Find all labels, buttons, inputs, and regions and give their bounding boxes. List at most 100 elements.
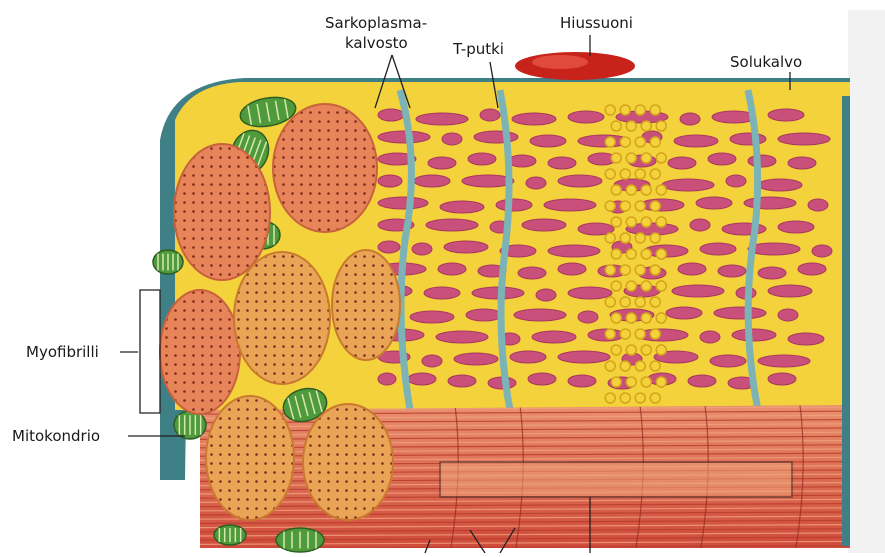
reticulum-lumen-35	[662, 179, 714, 191]
reticulum-lumen-112	[758, 355, 810, 367]
reticulum-pore-186	[641, 345, 651, 355]
reticulum-pore-168	[611, 281, 621, 291]
reticulum-pore-148	[605, 201, 615, 211]
reticulum-lumen-57	[412, 243, 432, 255]
reticulum-lumen-73	[678, 263, 706, 275]
reticulum-lumen-27	[748, 155, 776, 167]
reticulum-lumen-39	[440, 201, 484, 213]
reticulum-pore-147	[656, 185, 666, 195]
reticulum-lumen-46	[808, 199, 828, 211]
reticulum-pore-135	[650, 137, 660, 147]
reticulum-lumen-28	[788, 157, 816, 169]
label-mitokondrio: Mitokondrio	[12, 427, 100, 445]
reticulum-pore-162	[641, 249, 651, 259]
reticulum-lumen-113	[378, 373, 396, 385]
reticulum-pore-164	[605, 265, 615, 275]
label-hiussuoni: Hiussuoni	[560, 14, 633, 32]
reticulum-pore-149	[620, 201, 630, 211]
reticulum-pore-131	[656, 121, 666, 131]
reticulum-lumen-75	[758, 267, 786, 279]
reticulum-lumen-21	[508, 155, 536, 167]
mitochondrion-6	[276, 528, 324, 552]
reticulum-pore-196	[605, 393, 615, 403]
reticulum-lumen-30	[414, 175, 450, 187]
reticulum-lumen-22	[548, 157, 576, 169]
reticulum-pore-188	[605, 361, 615, 371]
reticulum-pore-187	[656, 345, 666, 355]
reticulum-pore-142	[635, 169, 645, 179]
reticulum-lumen-43	[640, 199, 684, 211]
reticulum-lumen-80	[536, 289, 556, 301]
reticulum-pore-191	[650, 361, 660, 371]
reticulum-pore-194	[641, 377, 651, 387]
reticulum-lumen-41	[544, 199, 596, 211]
reticulum-lumen-0	[378, 109, 404, 121]
reticulum-lumen-102	[732, 329, 776, 341]
reticulum-lumen-11	[474, 131, 518, 143]
reticulum-pore-140	[605, 169, 615, 179]
reticulum-lumen-90	[578, 311, 598, 323]
reticulum-lumen-63	[700, 243, 736, 255]
reticulum-pore-157	[620, 233, 630, 243]
reticulum-lumen-4	[568, 111, 604, 123]
mitochondrion-7	[214, 525, 246, 545]
reticulum-lumen-121	[688, 375, 716, 387]
reticulum-lumen-32	[526, 177, 546, 189]
reticulum-lumen-74	[718, 265, 746, 277]
label-myofibrilli: Myofibrilli	[26, 343, 99, 361]
reticulum-lumen-81	[568, 287, 612, 299]
reticulum-lumen-105	[422, 355, 442, 367]
reticulum-pore-159	[650, 233, 660, 243]
reticulum-pore-179	[656, 313, 666, 323]
reticulum-pore-193	[626, 377, 636, 387]
reticulum-lumen-1	[416, 113, 468, 125]
mitochondrion-3	[153, 250, 183, 274]
bracket-myofibrilli	[140, 290, 160, 413]
reticulum-pore-127	[650, 105, 660, 115]
reticulum-pore-152	[611, 217, 621, 227]
reticulum-lumen-56	[378, 241, 400, 253]
reticulum-pore-195	[656, 377, 666, 387]
reticulum-lumen-12	[530, 135, 566, 147]
reticulum-lumen-115	[448, 375, 476, 387]
reticulum-pore-129	[626, 121, 636, 131]
background-shadow	[848, 10, 885, 553]
reticulum-lumen-48	[426, 219, 478, 231]
reticulum-lumen-15	[674, 135, 718, 147]
reticulum-pore-180	[605, 329, 615, 339]
reticulum-lumen-83	[672, 285, 724, 297]
reticulum-pore-174	[635, 297, 645, 307]
reticulum-lumen-60	[548, 245, 600, 257]
reticulum-pore-198	[635, 393, 645, 403]
mitochondrion-4	[174, 411, 206, 439]
reticulum-lumen-50	[522, 219, 566, 231]
reticulum-pore-134	[635, 137, 645, 147]
reticulum-pore-143	[650, 169, 660, 179]
reticulum-pore-132	[605, 137, 615, 147]
reticulum-pore-177	[626, 313, 636, 323]
reticulum-pore-165	[620, 265, 630, 275]
label-t-putki: T-putki	[453, 40, 504, 58]
reticulum-lumen-92	[666, 307, 702, 319]
reticulum-lumen-55	[778, 221, 814, 233]
reticulum-pore-138	[641, 153, 651, 163]
reticulum-lumen-26	[708, 153, 736, 165]
myofibril-5	[332, 250, 400, 360]
reticulum-lumen-40	[496, 199, 532, 211]
reticulum-pore-183	[650, 329, 660, 339]
reticulum-pore-144	[611, 185, 621, 195]
reticulum-pore-184	[611, 345, 621, 355]
reticulum-lumen-6	[680, 113, 700, 125]
reticulum-lumen-44	[696, 197, 732, 209]
reticulum-lumen-36	[726, 175, 746, 187]
reticulum-lumen-85	[768, 285, 812, 297]
reticulum-lumen-25	[668, 157, 696, 169]
reticulum-pore-124	[605, 105, 615, 115]
reticulum-lumen-106	[454, 353, 498, 365]
reticulum-pore-150	[635, 201, 645, 211]
myofibril-cross-sections	[160, 104, 400, 520]
reticulum-pore-161	[626, 249, 636, 259]
reticulum-lumen-54	[722, 223, 766, 235]
myofibril-6	[206, 396, 294, 520]
